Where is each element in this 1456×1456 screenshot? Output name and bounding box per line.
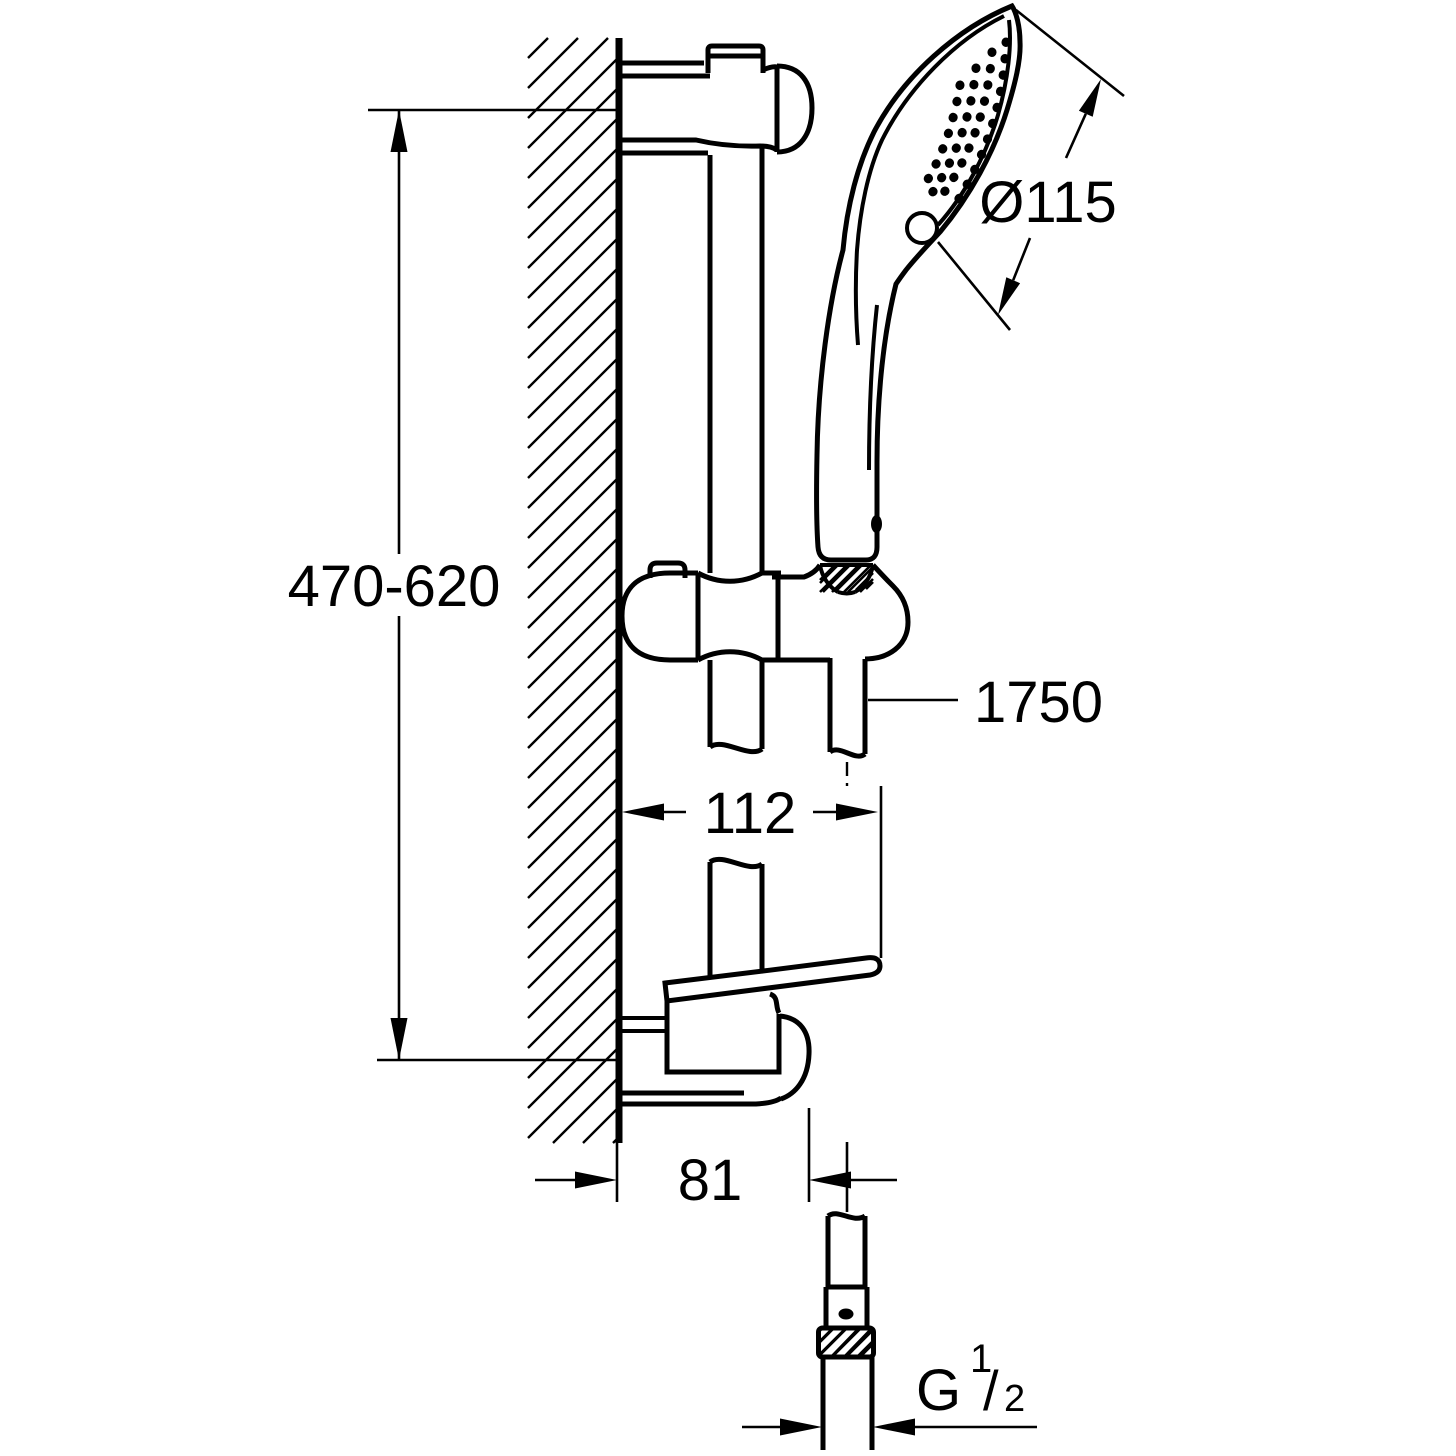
dim-81-label: 81 [678,1148,743,1213]
dim-rail-height-label: 470-620 [288,554,501,619]
handle-mode-button [871,515,882,533]
connector-break [826,1211,867,1221]
shower-head-outline [814,2,1023,563]
spray-nozzle-dots [915,37,1011,210]
bracket2-flange-upper [622,1016,665,1033]
bracket2-cap [779,1013,812,1102]
rail-lower-segment [707,862,765,977]
dim-hose-length-label: 1750 [974,670,1103,735]
soap-dish-tray [662,955,883,1004]
arrow-upright-icon [1078,79,1101,117]
shower-hose-upper [827,658,868,790]
hand-shower [814,2,1023,596]
arrow-downleft-icon [998,277,1021,315]
head-back-rim-line [853,14,1005,346]
slider-body [619,570,830,663]
dim-dia-ext1 [1015,8,1125,98]
slider-holder [619,560,911,663]
wall [527,37,623,1144]
bracket-cap [774,63,815,155]
wall-hatch [527,37,620,1144]
rail-break-bottom [708,856,764,870]
connector-dot [838,1308,854,1320]
thread-slash-label: / [983,1359,999,1422]
dim-wall-offset-lower: 81 [535,1108,897,1213]
arrow-right-icon [575,1171,617,1189]
bracket-knob [705,43,766,73]
dim-rail-height: 470-620 [288,108,619,1062]
arrow-left-icon [622,803,664,821]
bracket-arm-top [619,60,778,79]
rail-mid-segment [707,660,765,749]
bracket2-bottom [620,1090,783,1107]
bracket2-notch [768,991,782,1015]
dim-head-diameter-label: Ø115 [979,170,1117,235]
rail-upper-segment [707,148,765,573]
top-wall-bracket [619,43,815,156]
dim-dia-line [1011,113,1087,281]
dim-thread: G 1 / 2 [742,1337,1037,1436]
holder-cup [772,563,911,662]
arrow-left-icon [873,1418,915,1436]
bracket-arm-bottom [619,137,779,156]
hose-break [828,747,867,759]
dim-hose-length: 1750 [868,670,1103,735]
thread-denominator-label: 2 [1004,1378,1025,1420]
dim-dia-ext2 [936,241,1012,331]
shower-rail [707,148,765,977]
hose-tube [827,658,868,754]
rail-break-top [708,741,764,755]
handle-knurled-nut [818,563,875,596]
arrow-left-icon [809,1171,851,1189]
bracket2-block [664,1001,782,1075]
connector-pipe [823,1216,870,1328]
dim-head-diameter: Ø115 [936,8,1125,331]
head-logo-button [905,211,939,245]
arrow-right-icon [780,1418,822,1436]
hose-end [820,1357,875,1450]
arrow-right-icon [836,803,878,821]
slider-lock-knob [647,560,688,578]
arrow-up-icon [390,110,408,152]
bottom-wall-bracket [620,955,883,1107]
handle-contour-line [867,304,879,471]
dim-wall-offset-upper: 112 [622,781,883,958]
dim-112-label: 112 [704,781,796,846]
thread-g-label: G [916,1358,961,1423]
connector-knurled-nut [816,1325,876,1360]
slider-division-lines [695,573,781,660]
thread-numerator-label: 1 [970,1337,992,1381]
hose-connector [816,1142,876,1450]
arrow-down-icon [390,1018,408,1060]
